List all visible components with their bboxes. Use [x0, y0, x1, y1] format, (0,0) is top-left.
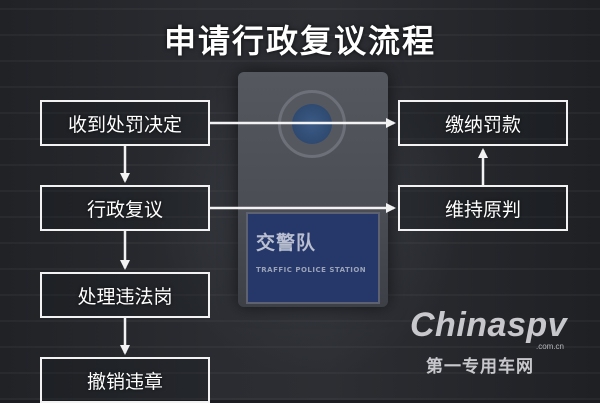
step-uphold-original: 维持原判	[398, 185, 568, 231]
watermark-cn: 第一专用车网	[426, 357, 534, 377]
step-pay-fine: 缴纳罚款	[398, 100, 568, 146]
page-title: 申请行政复议流程	[163, 22, 436, 60]
traffic-police-sign: 交警队 TRAFFIC POLICE STATION	[238, 72, 388, 307]
watermark-domain: .com.cn	[536, 342, 565, 351]
sign-panel: 交警队 TRAFFIC POLICE STATION	[246, 212, 380, 304]
step-receive-decision: 收到处罚决定	[40, 100, 210, 146]
sign-text: 交警队	[256, 232, 317, 254]
step-handle-violation: 处理违法岗	[40, 272, 210, 318]
watermark-brand: Chinaspv	[410, 306, 568, 344]
step-administrative-review: 行政复议	[40, 185, 210, 231]
site-watermark: Chinaspv .com.cn 第一专用车网	[410, 306, 600, 377]
sign-subtext: TRAFFIC POLICE STATION	[256, 266, 367, 274]
